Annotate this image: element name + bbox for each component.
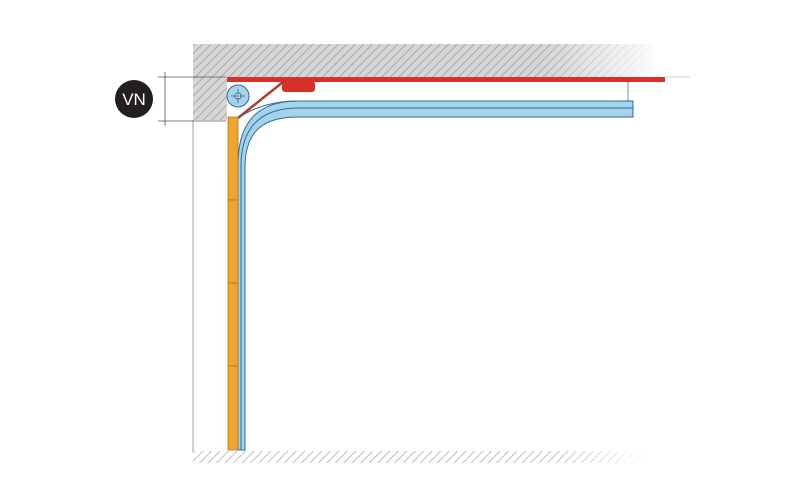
spring-drum (226, 84, 250, 108)
horizontal-track-band (237, 100, 634, 451)
door-panel (227, 116, 239, 201)
dimension-lines (158, 72, 226, 126)
upper-curved-rail (237, 100, 299, 119)
ceiling-hatch (193, 44, 663, 120)
track (237, 100, 634, 451)
door-panels (227, 116, 239, 451)
vn-badge: VN (115, 80, 153, 118)
ceiling-rail (227, 77, 665, 82)
support-strut (237, 81, 284, 119)
track-inner-line (240, 107, 633, 450)
vn-badge-label: VN (122, 90, 146, 109)
door-panel (227, 365, 239, 451)
door-panel (227, 199, 239, 284)
motor-unit (282, 81, 315, 92)
door-panel (227, 282, 239, 367)
floor-hatch (193, 451, 648, 463)
horizontal-track (238, 101, 633, 450)
